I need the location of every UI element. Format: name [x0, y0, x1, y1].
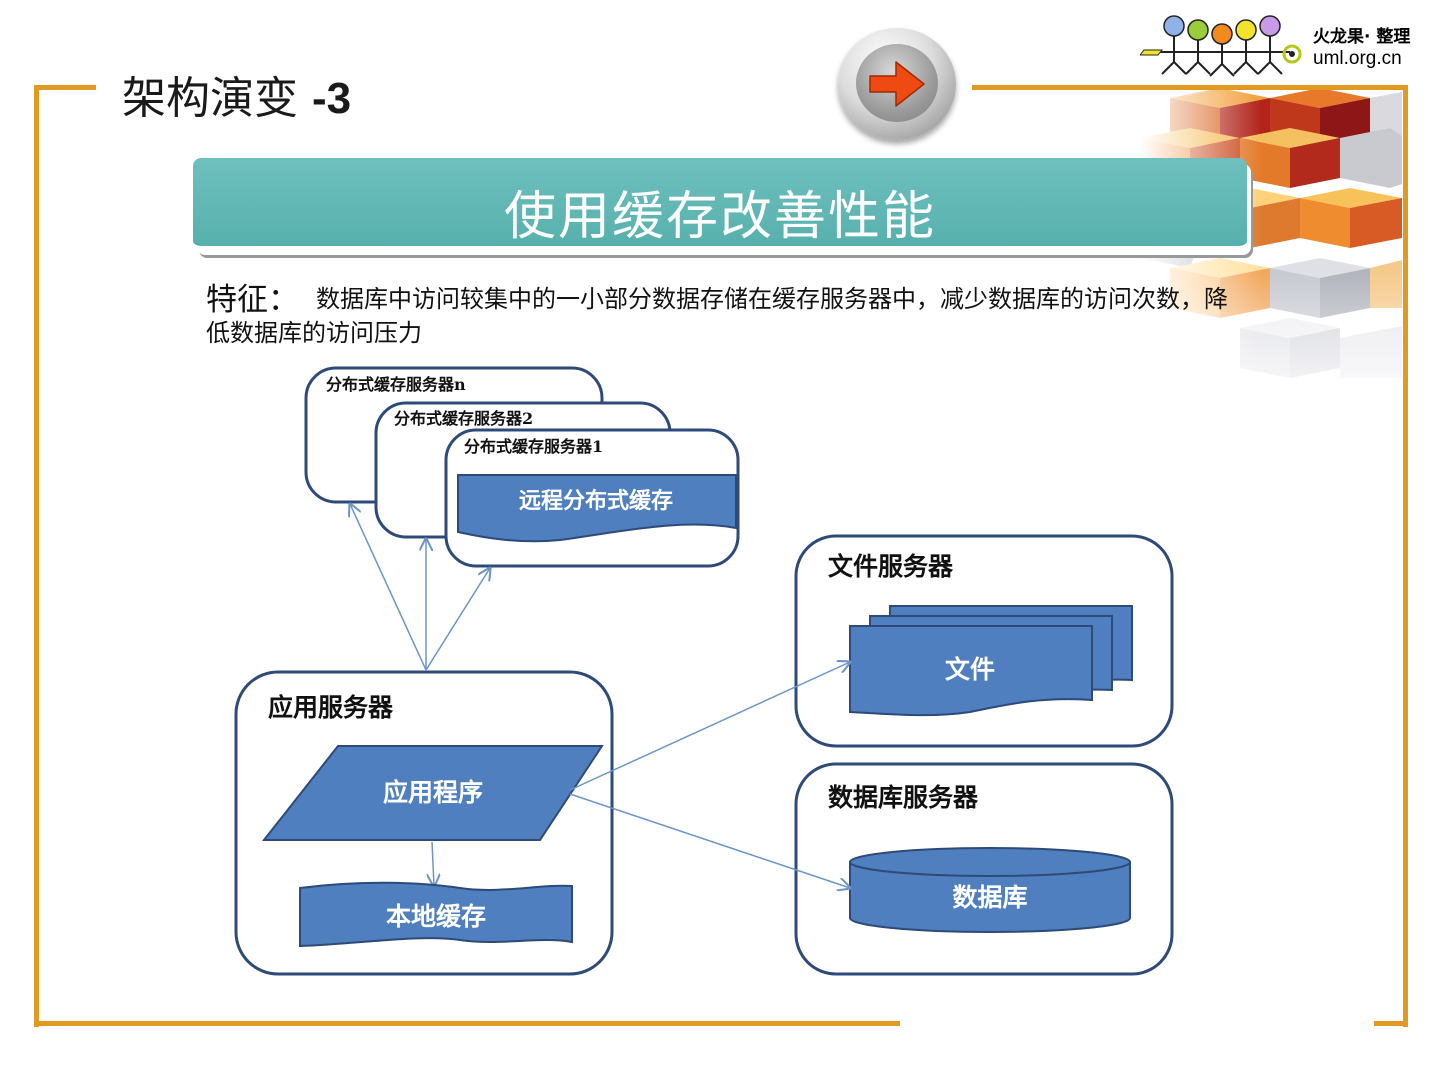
cache-server-1-label: 分布式缓存服务器1 [464, 437, 603, 456]
local-cache-label: 本地缓存 [386, 902, 486, 931]
app-program-node [261, 745, 604, 841]
stick-figures-logo-icon [1140, 15, 1302, 77]
logo-text: 火龙果· 整理 [1313, 27, 1411, 47]
section-banner: 使用缓存改善性能 [193, 158, 1247, 249]
frame-left [34, 85, 39, 1027]
app-program-label: 应用程序 [383, 778, 483, 807]
arrow-to-local-cache [432, 841, 434, 886]
stacked-cubes-decoration-icon [1140, 88, 1410, 418]
page-title: 架构演变 -3 [122, 62, 351, 126]
feature-description: 数据库中访问较集中的一小部分数据存储在缓存服务器中，减少数据库的访问次数，降低数… [206, 282, 1246, 350]
frame-bottom-right [1374, 1021, 1408, 1026]
arrow-to-cache-1 [425, 568, 490, 671]
feature-label: 特征： [206, 282, 299, 318]
logo-url: uml.org.cn [1313, 48, 1402, 69]
app-server-label: 应用服务器 [268, 693, 394, 722]
feature-text: 数据库中访问较集中的一小部分数据存储在缓存服务器中，减少数据库的访问次数，降低数… [206, 285, 1228, 347]
page-title-number: -3 [312, 74, 352, 123]
database-label: 数据库 [952, 883, 1027, 912]
database-node [849, 861, 1131, 933]
remote-cache-label: 远程分布式缓存 [519, 488, 673, 514]
file-server-label: 文件服务器 [828, 552, 954, 581]
frame-right [1403, 85, 1408, 1027]
next-slide-button[interactable] [838, 28, 956, 140]
arrow-right-button-icon [869, 61, 925, 107]
db-server-label: 数据库服务器 [828, 783, 979, 812]
arrow-to-database [569, 793, 850, 888]
database-node-top [849, 847, 1131, 877]
frame-bottom-left [34, 1021, 900, 1026]
file-label: 文件 [945, 655, 995, 684]
banner-title: 使用缓存改善性能 [503, 187, 936, 247]
file-node [849, 625, 1093, 717]
page-title-text: 架构演变 [122, 73, 298, 124]
local-cache-node [299, 881, 573, 948]
frame-top-left [34, 85, 96, 90]
remote-cache-node [457, 474, 737, 543]
frame-top-right [972, 85, 1408, 90]
arrow-to-cache-n [350, 504, 427, 671]
cache-server-2-label: 分布式缓存服务器2 [394, 409, 533, 428]
arrow-to-file [569, 662, 850, 791]
cache-server-n-label: 分布式缓存服务器n [326, 375, 466, 394]
